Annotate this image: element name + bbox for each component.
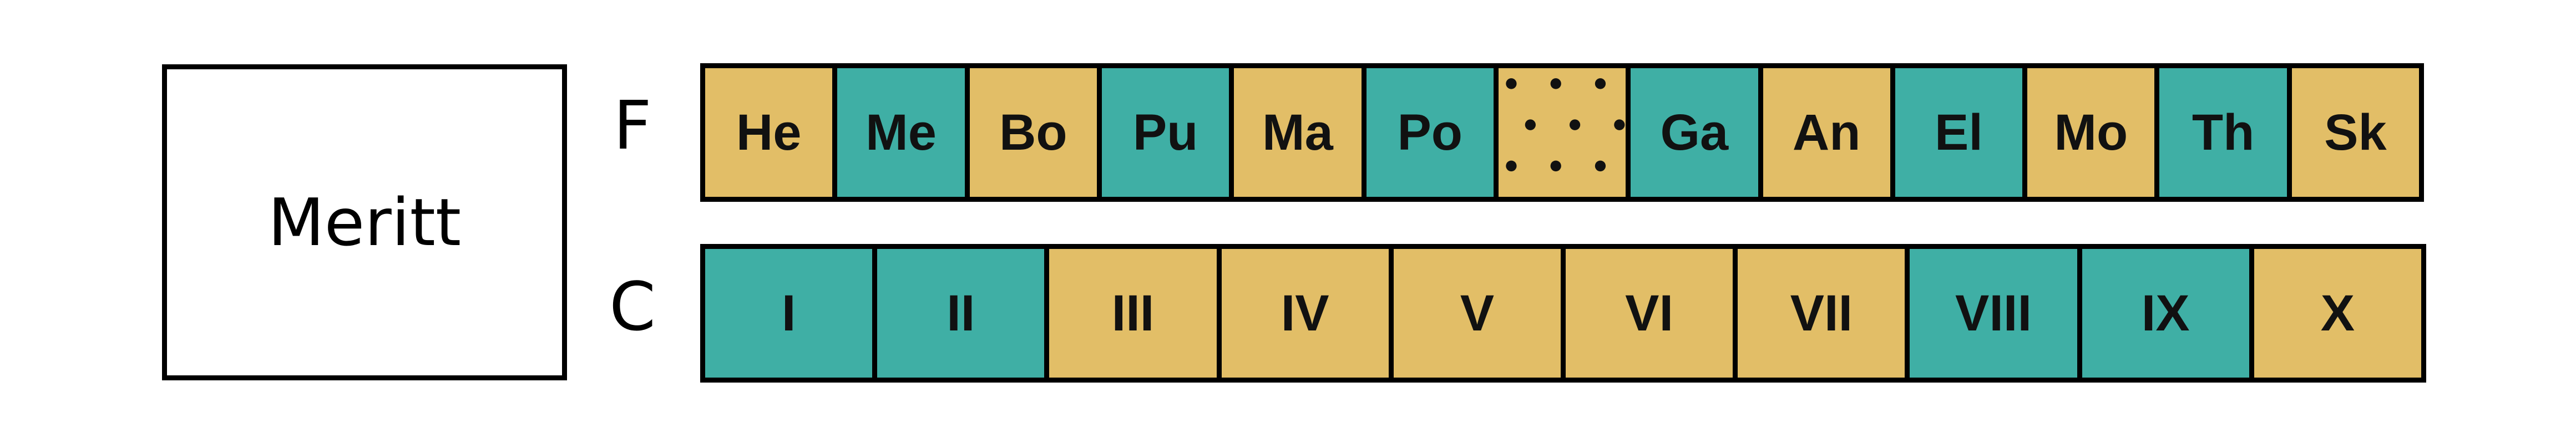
cell-f-4: Ma	[1229, 68, 1362, 197]
pattern-dot	[1506, 160, 1517, 172]
cell-f-11: Th	[2154, 68, 2287, 197]
cell-f-2: Bo	[964, 68, 1097, 197]
cell-c-9: X	[2249, 249, 2422, 378]
cell-label: Po	[1397, 104, 1462, 161]
cell-strip-f: He Me Bo Pu Ma Po Ga An El Mo Th Sk	[700, 63, 2424, 202]
cell-c-2: III	[1044, 249, 1217, 378]
cell-label: Ma	[1262, 104, 1333, 161]
cell-label: Pu	[1132, 104, 1198, 161]
pattern-dot	[1550, 78, 1561, 89]
cell-c-7: VIII	[1905, 249, 2077, 378]
cell-label: I	[781, 284, 796, 342]
cell-label: VIII	[1955, 284, 2032, 342]
cell-f-0: He	[705, 68, 833, 197]
cell-c-8: IX	[2077, 249, 2249, 378]
name-box: Meritt	[162, 64, 567, 380]
row-label-c: C	[609, 269, 656, 346]
cell-c-5: VI	[1561, 249, 1733, 378]
cell-label: Ga	[1660, 104, 1729, 161]
cell-f-8: An	[1758, 68, 1890, 197]
cell-label: IV	[1281, 284, 1329, 342]
cell-c-6: VII	[1733, 249, 1905, 378]
pattern-dot	[1569, 119, 1581, 130]
cell-c-1: II	[872, 249, 1045, 378]
pattern-dot	[1506, 78, 1517, 89]
cell-label: III	[1111, 284, 1155, 342]
cell-f-9: El	[1890, 68, 2023, 197]
pattern-dot	[1614, 119, 1625, 130]
cell-f-12: Sk	[2286, 68, 2420, 197]
cell-f-1: Me	[832, 68, 965, 197]
cell-c-4: V	[1388, 249, 1561, 378]
cell-f-5: Po	[1361, 68, 1494, 197]
cell-label: V	[1460, 284, 1495, 342]
row-label-f: F	[613, 88, 652, 165]
cell-label: VII	[1790, 284, 1853, 342]
cell-f-7: Ga	[1626, 68, 1758, 197]
cell-f-10: Mo	[2022, 68, 2155, 197]
cell-label: X	[2320, 284, 2355, 342]
cell-c-3: IV	[1216, 249, 1389, 378]
cell-label: An	[1792, 104, 1861, 161]
cell-label: Bo	[999, 104, 1067, 161]
cell-label: Sk	[2324, 104, 2387, 161]
cell-label: IX	[2141, 284, 2190, 342]
name-label: Meritt	[267, 184, 462, 261]
cell-label: He	[736, 104, 802, 161]
pattern-dot	[1525, 119, 1536, 130]
cell-f-6	[1493, 68, 1626, 197]
cell-label: VI	[1625, 284, 1674, 342]
dot-pattern	[1506, 78, 1625, 172]
cell-label: El	[1935, 104, 1983, 161]
cell-c-0: I	[705, 249, 873, 378]
cell-label: II	[947, 284, 975, 342]
cell-label: Th	[2192, 104, 2255, 161]
cell-label: Me	[866, 104, 937, 161]
pattern-dot	[1550, 160, 1561, 172]
pattern-dot	[1595, 160, 1606, 172]
cell-f-3: Pu	[1096, 68, 1229, 197]
pattern-dot	[1595, 78, 1606, 89]
cell-label: Mo	[2054, 104, 2128, 161]
